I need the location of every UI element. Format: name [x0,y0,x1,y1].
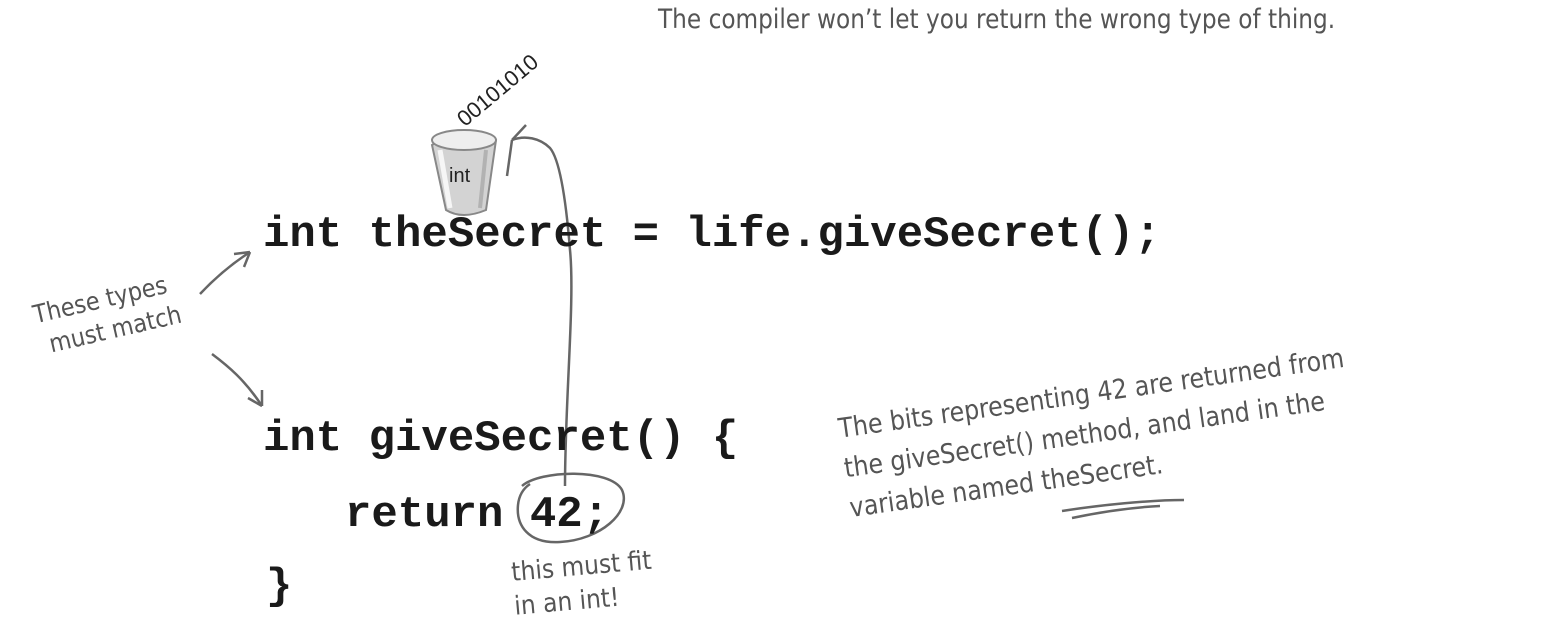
arrow-down [211,353,264,407]
underline-theSecret [1061,498,1185,520]
code-line-return: return 42; [345,490,610,540]
int-cup-icon [430,129,498,216]
return-arrow [511,136,573,487]
code-line-closing-brace: } [266,562,293,612]
cup-label: int [449,165,471,187]
circle-42 [516,472,625,544]
code-line-assignment: int theSecret = life.giveSecret(); [263,210,1161,260]
arrow-up [199,250,251,295]
code-line-method-signature: int giveSecret() { [263,414,739,464]
caption: The compiler won’t let you return the wr… [658,4,1336,35]
